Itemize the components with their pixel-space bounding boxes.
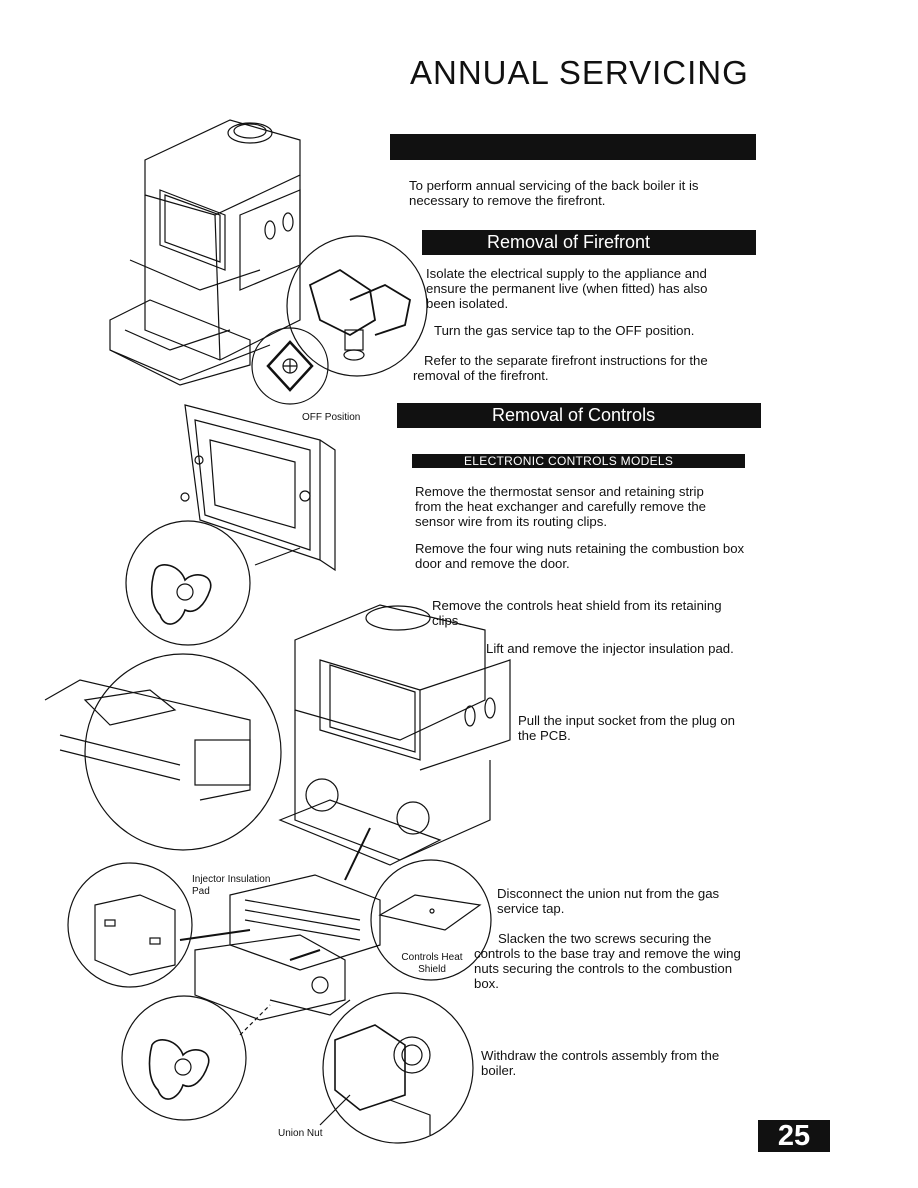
controls-step-2: Remove the four wing nuts retaining the … <box>415 541 745 571</box>
controls-step-5: Pull the input socket from the plug on t… <box>518 713 735 743</box>
heat-shield-zoom <box>370 859 492 981</box>
union-nut-zoom <box>319 992 474 1144</box>
heat-shield-label: Controls Heat Shield <box>401 952 463 975</box>
controls-step-4: Lift and remove the injector insulation … <box>486 641 734 656</box>
plug-zoom <box>44 653 282 851</box>
injector-pad-label: Injector Insulation Pad <box>192 874 271 897</box>
page-number: 25 <box>758 1120 830 1152</box>
electronic-models-subheading: ELECTRONIC CONTROLS MODELS <box>412 454 745 468</box>
firefront-step-3: Refer to the separate firefront instruct… <box>413 353 708 383</box>
controls-step-3: Remove the controls heat shield from its… <box>432 598 722 628</box>
controls-step-1: Remove the thermostat sensor and retaini… <box>415 484 707 529</box>
gas-tap-zoom <box>251 235 428 405</box>
combustion-door-illustration <box>180 404 336 572</box>
wing-nut-zoom-2 <box>121 995 271 1121</box>
controls-heading: Removal of Controls <box>397 403 761 428</box>
firefront-step-2: Turn the gas service tap to the OFF posi… <box>434 323 695 338</box>
boiler-illustration-top <box>109 119 301 386</box>
injector-pad-zoom <box>67 862 193 988</box>
page-title: ANNUAL SERVICING <box>410 54 749 91</box>
off-position-label: OFF Position <box>302 412 361 423</box>
firefront-step-1: Isolate the electrical supply to the app… <box>426 266 708 311</box>
header-bar <box>390 134 756 160</box>
controls-step-8: Withdraw the controls assembly from the … <box>481 1048 720 1078</box>
union-nut-label: Union Nut <box>278 1128 323 1139</box>
firefront-heading: Removal of Firefront <box>422 230 756 255</box>
controls-illustration <box>179 874 381 1021</box>
controls-step-7: Slacken the two screws securing the cont… <box>474 931 741 991</box>
controls-step-6: Disconnect the union nut from the gas se… <box>497 886 720 916</box>
wing-nut-zoom-1 <box>125 520 251 646</box>
intro-text: To perform annual servicing of the back … <box>409 178 699 208</box>
boiler-illustration-middle <box>278 604 511 881</box>
